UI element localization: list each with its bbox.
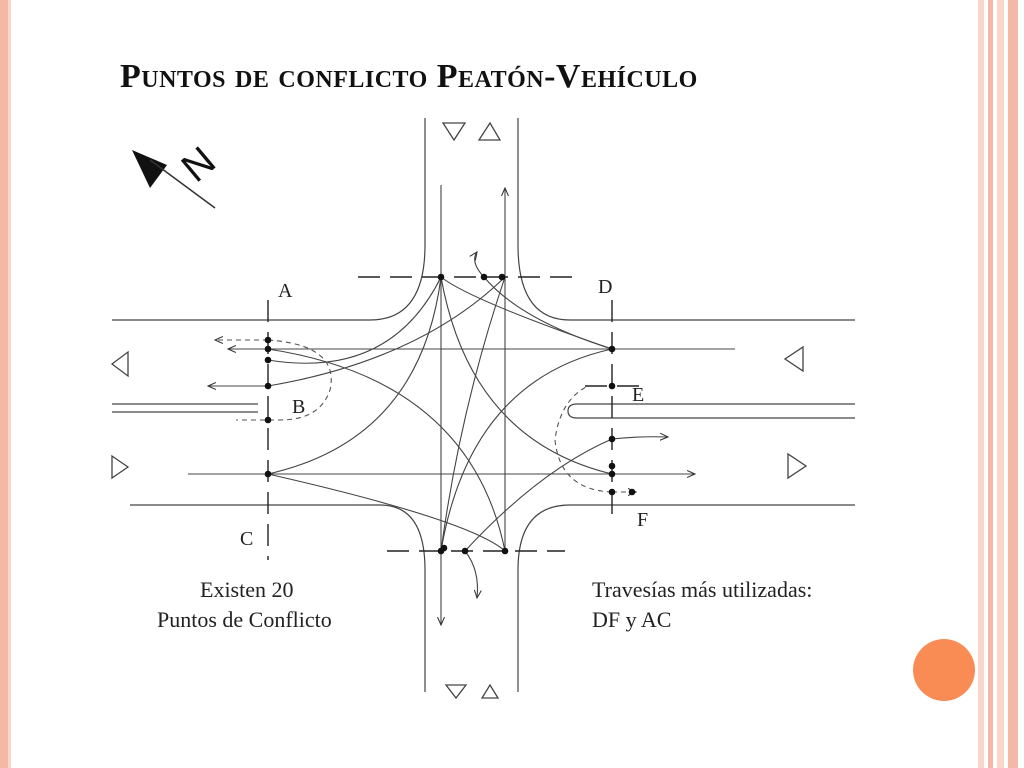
conflict-point (264, 416, 272, 424)
conflict-point (608, 382, 616, 390)
east-bound-arrow-icon (787, 452, 808, 480)
conflict-point (461, 547, 469, 555)
conflict-point (628, 488, 636, 496)
crossing-label-a: A (278, 280, 293, 302)
north-bound-arrow-icon (477, 121, 502, 141)
conflict-point (264, 345, 272, 353)
conflict-point (480, 273, 488, 281)
u-turn-paths (215, 340, 636, 492)
conflict-point (501, 547, 509, 555)
conflict-point (608, 470, 616, 478)
right-border-stripe-3 (997, 0, 1004, 768)
direction-triangles (110, 121, 808, 700)
conflict-point (264, 336, 272, 344)
conflict-point (437, 273, 445, 281)
slide-title: Puntos de conflicto Peatón-Vehículo (120, 58, 698, 95)
north-bound-arrow-icon (480, 683, 500, 699)
crosswalks (267, 276, 640, 560)
conflict-point (440, 544, 448, 552)
conflict-point (608, 435, 616, 443)
crossing-label-e: E (632, 384, 644, 406)
vehicle-paths (188, 185, 735, 625)
conflict-point (608, 488, 616, 496)
conflict-points (264, 273, 636, 555)
conflict-point (264, 356, 272, 364)
most-used-crossings-line2: DF y AC (592, 607, 671, 632)
crossing-label-b: B (292, 396, 305, 418)
right-border-stripe-2 (988, 0, 993, 768)
left-border (0, 0, 8, 768)
conflict-point (498, 273, 506, 281)
conflict-point (608, 462, 616, 470)
road-edges (112, 118, 855, 692)
conflict-point (608, 345, 616, 353)
conflict-count-line2: Puntos de Conflicto (157, 607, 332, 632)
crossing-label-c: C (240, 528, 253, 550)
crossing-label-f: F (637, 509, 648, 531)
north-arrow-icon: N (132, 138, 224, 209)
east-bound-arrow-icon (111, 454, 130, 480)
most-used-crossings-line1: Travesías más utilizadas: (592, 577, 812, 602)
south-bound-arrow-icon (444, 684, 468, 700)
west-bound-arrow-icon (783, 345, 804, 373)
crossing-label-d: D (598, 276, 612, 298)
right-border-stripe-4 (1008, 0, 1018, 768)
west-bound-arrow-icon (110, 350, 129, 378)
conflict-count-line1: Existen 20 (200, 577, 294, 602)
conflict-point (264, 470, 272, 478)
conflict-point (264, 382, 272, 390)
south-bound-arrow-icon (441, 122, 467, 142)
accent-circle (913, 639, 975, 701)
right-border-stripe-1 (978, 0, 984, 768)
left-border-inner (8, 0, 11, 768)
